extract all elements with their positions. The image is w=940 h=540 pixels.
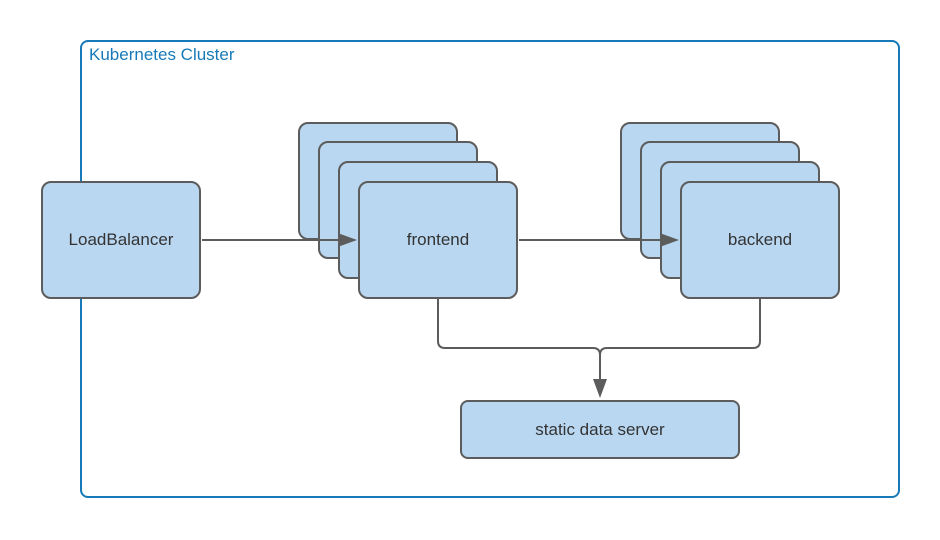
- frontend-label: frontend: [406, 230, 470, 249]
- static-data-server-node: static data server: [460, 400, 740, 459]
- backend-label: backend: [727, 230, 793, 249]
- loadbalancer-label: LoadBalancer: [68, 230, 174, 249]
- frontend-node: frontend: [358, 181, 518, 299]
- cluster-label: Kubernetes Cluster: [89, 45, 235, 64]
- backend-node: backend: [680, 181, 840, 299]
- loadbalancer-node: LoadBalancer: [41, 181, 201, 299]
- static-data-server-label: static data server: [535, 419, 665, 439]
